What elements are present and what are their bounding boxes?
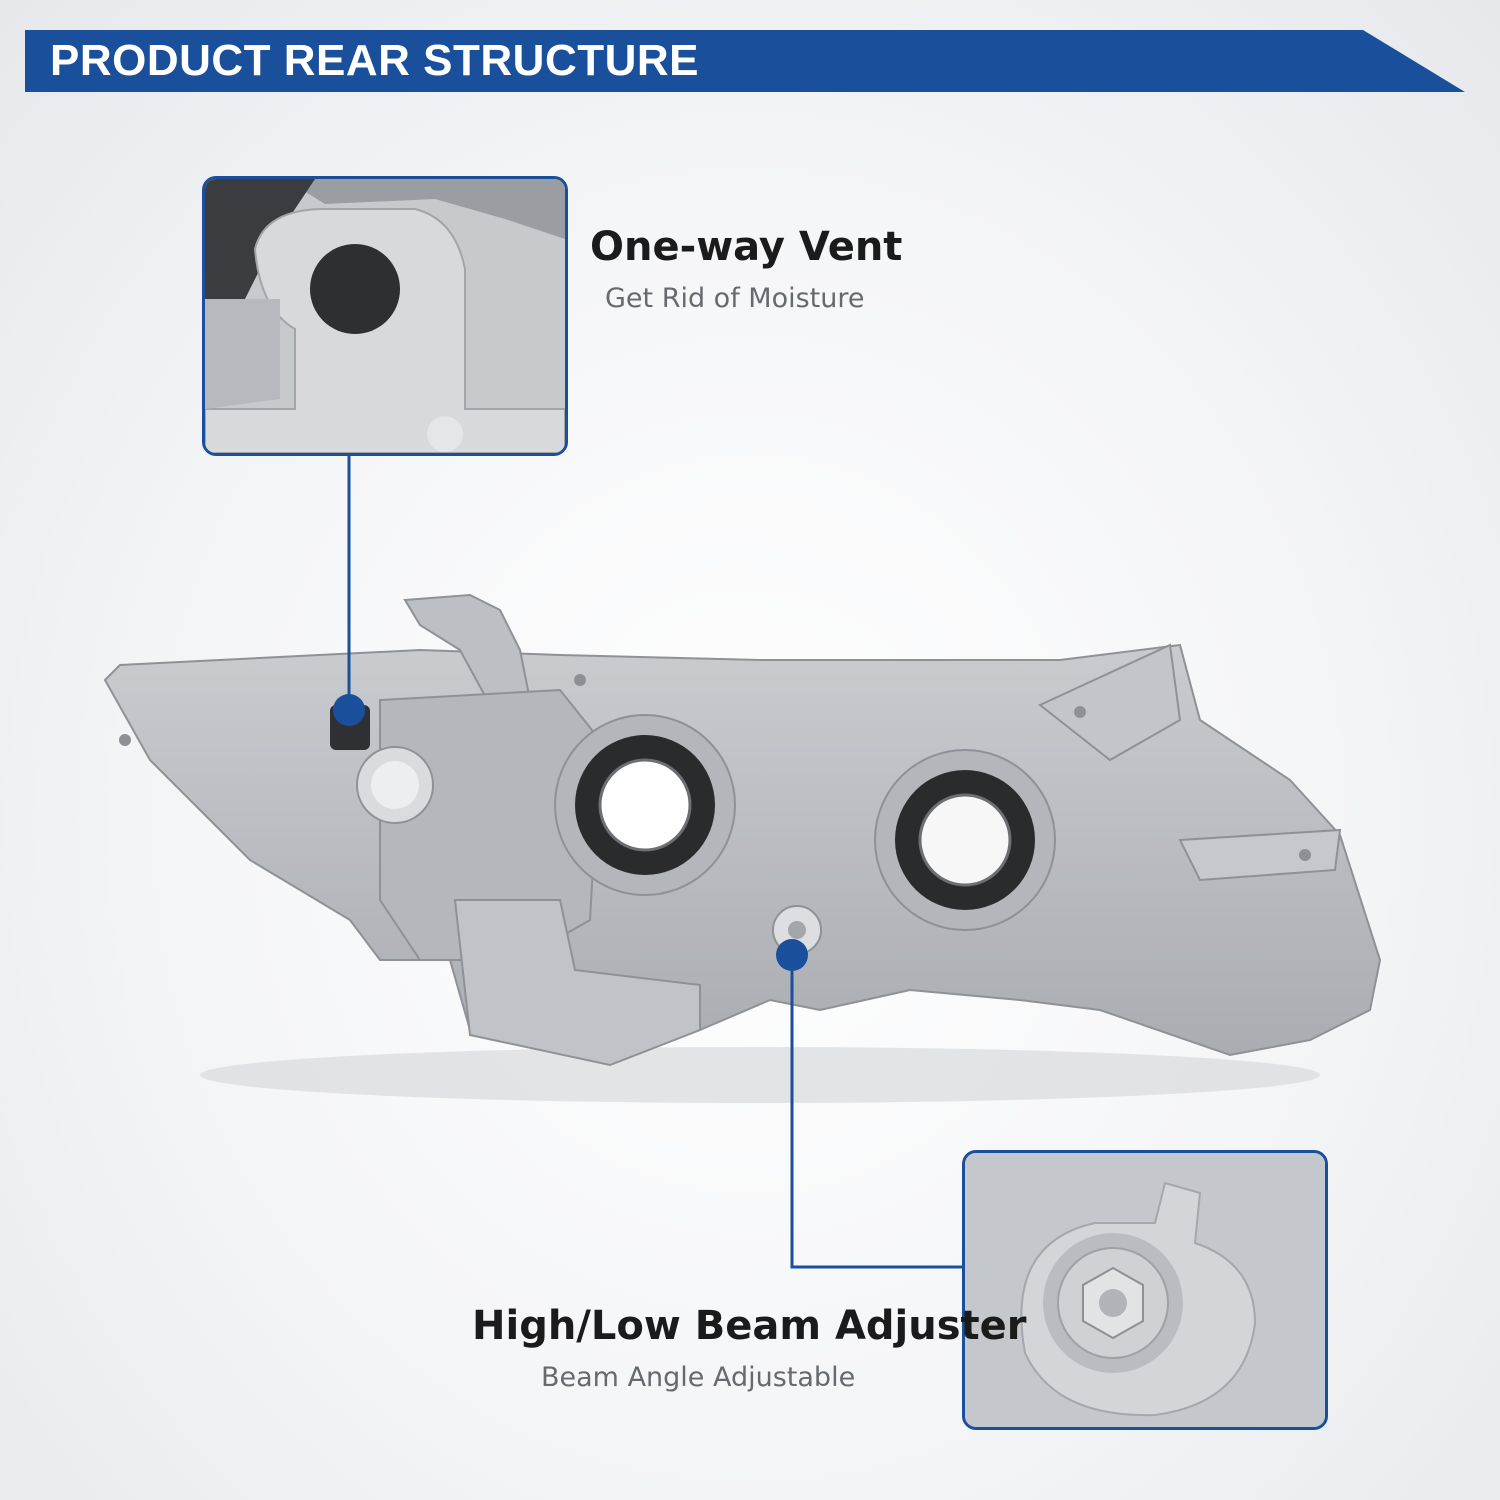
vent-subtitle: Get Rid of Moisture [605, 283, 865, 314]
section-banner [25, 30, 1465, 92]
vent-detail-image [205, 179, 565, 453]
marker-dot-icon [333, 694, 365, 726]
adjuster-detail-image [965, 1153, 1325, 1427]
section-title: PRODUCT REAR STRUCTURE [50, 36, 699, 85]
adjuster-subtitle: Beam Angle Adjustable [541, 1362, 856, 1393]
vent-title: One-way Vent [590, 224, 903, 270]
vent-detail-box [202, 176, 568, 456]
marker-dot-icon [776, 939, 808, 971]
adjuster-detail-box [962, 1150, 1328, 1430]
adjuster-title: High/Low Beam Adjuster [472, 1303, 1027, 1349]
